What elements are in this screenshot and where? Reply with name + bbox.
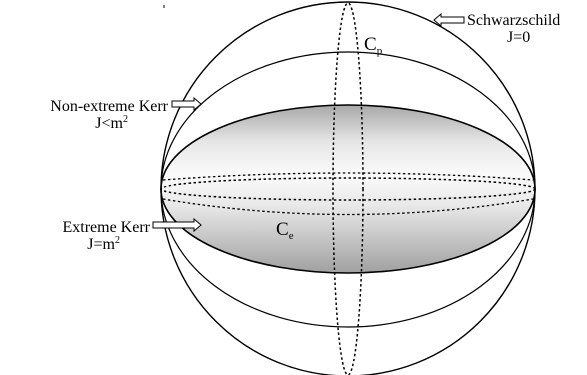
extreme-arrow-icon <box>152 217 202 233</box>
extreme-kerr-label: Extreme Kerr J=m2 <box>20 219 150 253</box>
nonextreme-condition-base: J<m <box>95 115 123 132</box>
ellipsoid-upper-latitude <box>162 172 534 181</box>
extreme-kerr-ellipsoid <box>160 104 536 274</box>
equatorial-circle-letter: C <box>276 219 289 240</box>
nonextreme-condition-exponent: 2 <box>123 114 128 125</box>
extreme-condition-exponent: 2 <box>115 235 120 246</box>
nonextreme-arrow-icon <box>171 96 202 112</box>
extreme-kerr-condition: J=m2 <box>20 235 150 254</box>
polar-circle <box>332 2 364 375</box>
extreme-kerr-name: Extreme Kerr <box>62 219 150 236</box>
schwarzschild-name: Schwarzschild <box>467 12 561 29</box>
nonextreme-kerr-label: Non-extreme Kerr J<m2 <box>8 98 168 132</box>
ellipsoid-lower-latitude <box>162 198 534 216</box>
nonextreme-kerr-condition: J<m2 <box>8 114 168 133</box>
schwarzschild-condition: J=0 <box>507 29 531 46</box>
polar-circle-letter: C <box>364 34 377 55</box>
nonextreme-kerr-surface-front <box>160 51 536 190</box>
equatorial-circle <box>160 177 536 201</box>
extreme-condition-base: J=m <box>87 236 115 253</box>
nonextreme-kerr-name: Non-extreme Kerr <box>50 98 168 115</box>
polar-circle-subscript: p <box>376 45 383 57</box>
schwarzschild-arrow-icon <box>433 12 465 28</box>
equatorial-circle-label: Ce <box>276 219 294 242</box>
sphere-lower-arc-inner <box>160 188 536 328</box>
polar-circle-label: Cp <box>364 34 382 57</box>
equatorial-circle-subscript: e <box>288 230 294 242</box>
schwarzschild-label: Schwarzschild J=0 <box>467 12 560 46</box>
